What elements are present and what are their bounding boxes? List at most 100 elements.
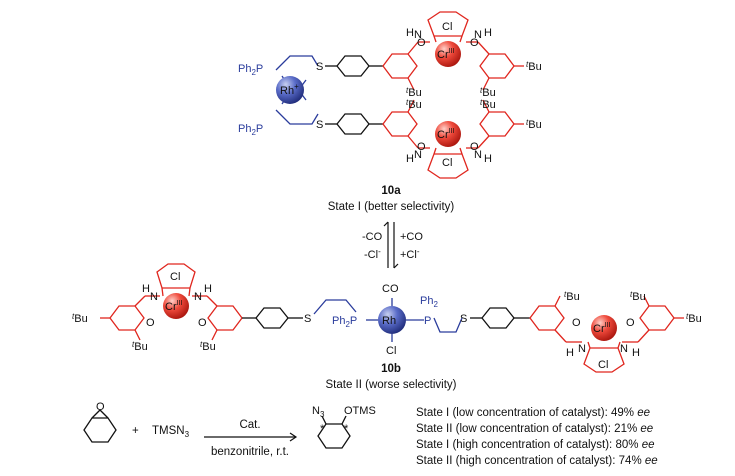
rh-label: Rh+ [280,82,299,97]
n-label: N [150,291,158,303]
result-row: State I (high concentration of catalyst)… [416,439,655,451]
salen-lower [382,99,524,179]
o-label: O [417,141,426,153]
cr-sphere-10b-left [163,293,189,319]
h-label: H [566,347,574,359]
tbu-label: tBu [480,98,496,111]
eq-minus-cl: -Cl- [364,247,381,261]
o-label: O [470,37,479,49]
n-label: N [414,29,422,41]
tbu-label: tBu [526,60,542,73]
o-label: O [572,317,581,329]
eq-plus-cl: +Cl- [400,247,420,261]
n-label: N [474,149,482,161]
tbu-label: tBu [72,312,88,325]
h-label: H [484,27,492,39]
cr-sphere-10b-right [591,315,617,341]
ph2p-label: Ph2P [332,315,357,329]
rh-arm-left [313,299,378,321]
h-label: H [632,347,640,359]
salen-right [529,295,684,373]
cr-label: CrIII [593,322,610,335]
n-label: N [194,291,202,303]
rh-sphere-10b [378,306,406,334]
s-label: S [316,119,323,131]
cl-label: Cl [170,271,180,283]
cl-label: Cl [386,345,396,357]
cl-label: Cl [442,157,452,169]
cl-label: Cl [442,21,452,33]
co-label: CO [382,283,399,295]
product-n3: N3 [312,405,325,419]
catalyst-label: Cat. [239,419,260,431]
salen-upper [382,11,524,91]
tmsn3-reagent: TMSN3 [152,425,190,439]
o-label: O [146,317,155,329]
cl-label: Cl [598,359,608,371]
linker-top [325,55,383,135]
stereocenter-mark: * [320,423,325,435]
equilibrium-arrows [383,221,399,269]
result-row: State II (low concentration of catalyst)… [416,423,653,435]
o-label: O [417,37,426,49]
tbu-label: tBu [200,340,216,353]
results-list: State I (low concentration of catalyst):… [416,407,658,467]
o-label: O [198,317,207,329]
tbu-label: tBu [406,86,422,99]
structure-10a [275,11,524,179]
product-otms: OTMS [344,405,376,417]
result-row: State I (low concentration of catalyst):… [416,407,650,419]
cr-sphere-10a-upper [435,41,461,67]
ph2p-label: Ph2P [238,63,263,77]
cr-sphere-10a-lower [435,121,461,147]
h-label: H [204,283,212,295]
compound-id-10b: 10b [381,363,401,375]
ph2-label: Ph2 [420,295,438,309]
cr-label: CrIII [437,128,454,141]
tbu-label: tBu [526,118,542,131]
result-row: State II (high concentration of catalyst… [416,455,658,467]
plus-sign: + [132,425,139,437]
labels-10a: Ph2P Ph2P S S Rh+ CrIII CrIII Cl Cl O O … [238,21,542,169]
conditions-label: benzonitrile, r.t. [211,446,289,458]
s-label: S [316,61,323,73]
o-label: O [470,141,479,153]
state-label-10a: State I (better selectivity) [328,201,455,213]
product [317,415,351,449]
s-label: S [460,313,467,325]
tbu-label: tBu [406,98,422,111]
reaction-arrow [204,432,298,442]
h-label: H [484,153,492,165]
compound-id-10a: 10a [381,185,401,197]
eq-minus-co: -CO [362,231,383,243]
epoxide-oxygen: O [96,401,105,413]
eq-plus-co: +CO [400,231,423,243]
structure-10b [100,263,684,373]
p-label: P [424,315,431,327]
h-label: H [406,27,414,39]
stereocenter-mark: * [344,423,349,435]
cr-label: CrIII [165,300,182,313]
n-label: N [474,29,482,41]
h-label: H [142,283,150,295]
rh-arm-right [391,298,463,342]
cr-label: CrIII [437,48,454,61]
n-label: N [414,149,422,161]
epoxide-reactant [83,409,117,443]
h-label: H [406,153,414,165]
rh-label: Rh [382,315,396,327]
linker-left [242,307,303,329]
tbu-label: tBu [564,290,580,303]
state-label-10b: State II (worse selectivity) [325,379,456,391]
o-label: O [626,317,635,329]
n-label: N [578,343,586,355]
labels-10b: tBu tBu tBu CrIII Cl O O N N H H S Ph2P … [72,271,702,371]
tbu-label: tBu [132,340,148,353]
n-label: N [620,343,628,355]
tbu-label: tBu [686,312,702,325]
tbu-label: tBu [630,290,646,303]
tbu-label: tBu [480,86,496,99]
s-label: S [304,313,311,325]
ph2p-label: Ph2P [238,123,263,137]
